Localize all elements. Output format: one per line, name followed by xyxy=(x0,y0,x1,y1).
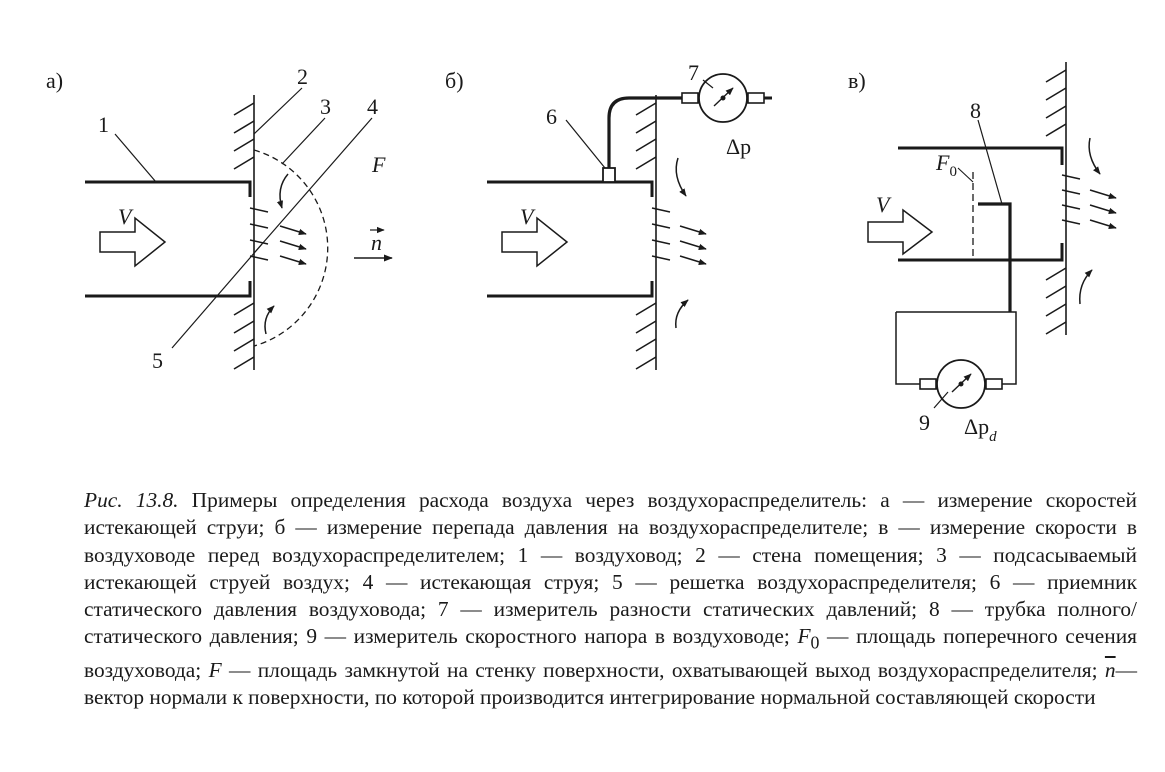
caption-text-4: — вектор нормали к поверхности, по котор… xyxy=(84,658,1137,710)
suction-arrow-bottom-a xyxy=(264,305,275,335)
velocity-label-c: V xyxy=(876,192,892,217)
tubing-loop-c xyxy=(895,311,1017,385)
panel-a: а) V xyxy=(46,64,393,373)
callout-5: 5 xyxy=(152,348,163,373)
panel-c: в) F0 Δpd xyxy=(848,62,1117,445)
area-label-f0: F0 xyxy=(935,150,957,180)
caption-text-3: — площадь замкнутой на стенку поверхност… xyxy=(221,658,1105,683)
suction-arrow-bottom-b xyxy=(675,299,689,329)
callout-3: 3 xyxy=(320,94,331,119)
pressure-tube-b xyxy=(607,96,682,168)
callout-7: 7 xyxy=(688,60,699,85)
suction-arrow-top-a xyxy=(276,173,289,209)
suction-arrow-top-b xyxy=(675,157,687,197)
leader-line-7 xyxy=(702,79,714,89)
panel-b: б) Δp V xyxy=(445,60,772,370)
wall-a xyxy=(233,95,255,370)
callout-1: 1 xyxy=(98,112,109,137)
caption-text-1: Примеры определения расхода воздуха чере… xyxy=(84,488,1137,649)
caption-f0-subscript: 0 xyxy=(810,632,820,653)
callout-6: 6 xyxy=(546,104,557,129)
dpd-label: Δpd xyxy=(964,414,997,445)
velocity-pressure-gauge-9 xyxy=(919,359,1003,409)
callout-9: 9 xyxy=(919,410,930,435)
outflow-jet-c xyxy=(1089,189,1117,229)
velocity-label-a: V xyxy=(118,204,134,229)
caption-f-symbol: F xyxy=(208,658,222,683)
surface-label-f: F xyxy=(371,152,386,177)
figure-caption: Рис. 13.8. Примеры определения расхода в… xyxy=(84,487,1137,712)
leader-lines-a xyxy=(114,87,373,349)
duct-c xyxy=(898,146,1064,262)
velocity-label-b: V xyxy=(520,204,536,229)
velocity-arrow-b xyxy=(501,216,569,268)
caption-text-2: — площадь поперечного сечения воздуховод… xyxy=(84,624,1138,683)
panel-label-a: а) xyxy=(46,68,63,93)
static-pressure-tap xyxy=(602,167,616,183)
caption-prefix: Рис. 13.8. xyxy=(84,488,179,512)
normal-vector-label: n xyxy=(371,230,382,255)
grille-slats-b xyxy=(651,207,671,261)
grille-slats-c xyxy=(1061,174,1081,225)
callout-4: 4 xyxy=(367,94,378,119)
outflow-jet-a xyxy=(279,225,307,265)
grille-slats-a xyxy=(249,207,269,261)
leader-line-6 xyxy=(565,119,606,169)
leader-line-f0 xyxy=(957,167,974,183)
caption-f0-symbol: F xyxy=(797,624,811,649)
duct-a xyxy=(85,180,252,298)
outflow-jet-b xyxy=(679,225,707,265)
velocity-arrow-a xyxy=(99,216,167,268)
callout-2: 2 xyxy=(297,64,308,89)
dp-label: Δp xyxy=(726,134,751,159)
wall-b xyxy=(635,95,657,370)
panel-label-c: в) xyxy=(848,68,866,93)
leader-line-8 xyxy=(977,119,1003,205)
callout-8: 8 xyxy=(970,98,981,123)
figure-13-8: а) V xyxy=(46,60,1117,445)
panel-label-b: б) xyxy=(445,68,464,93)
wall-c xyxy=(1045,62,1067,335)
leader-line-9 xyxy=(933,391,949,409)
velocity-arrow-c xyxy=(867,208,934,256)
pitot-tube-8 xyxy=(978,202,1012,312)
caption-n-symbol: n xyxy=(1104,658,1116,683)
duct-b xyxy=(487,180,654,298)
control-surface-a xyxy=(253,149,329,347)
suction-arrow-bottom-c xyxy=(1079,269,1093,305)
suction-arrow-top-c xyxy=(1088,137,1101,175)
